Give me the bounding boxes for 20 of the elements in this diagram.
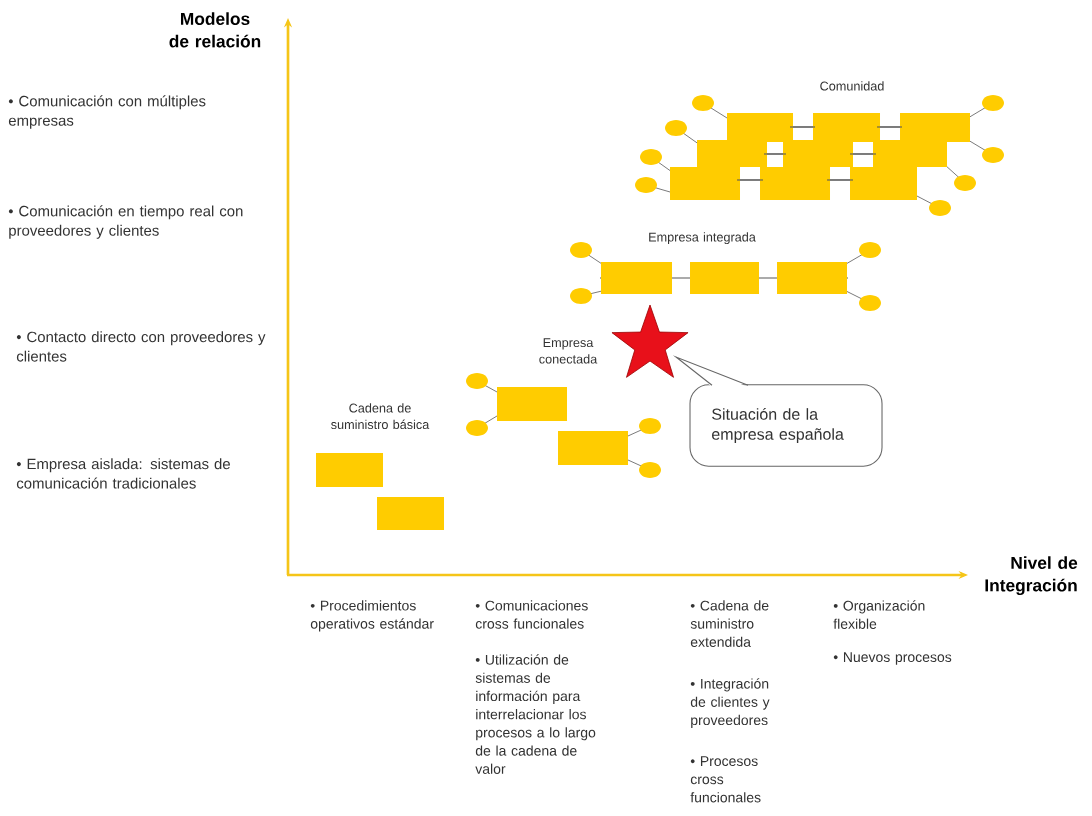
axis-title: Nivel de Integración [985, 556, 1078, 596]
description-text: • Organización flexible [833, 600, 925, 629]
cluster-label: Empresa conectada [539, 338, 598, 364]
description-text: • Procedimientos operativos estándar [310, 600, 434, 632]
description-text: • Cadena de suministro extendida [690, 600, 769, 647]
description-text: • Contacto directo con proveedores y clientes [16, 331, 266, 362]
description-text: • Comunicación con múltiples empresas [8, 95, 206, 129]
cluster-label: Comunidad [820, 81, 884, 91]
description-text: • Nuevos procesos [833, 652, 952, 665]
description-text: • Comunicaciones cross funcionales [475, 600, 588, 629]
cluster-label: Cadena de suministro básica [331, 403, 430, 430]
axis-title: Modelos de relación [169, 12, 261, 48]
star [611, 304, 689, 378]
cluster-label: Empresa integrada [649, 232, 756, 245]
description-text: • Utilización de sistemas de información para interrelacionar los procesos a lo largo de la cadena de valor [475, 654, 596, 774]
description-text: • Empresa aislada: sistemas de comunicación tradicionales [16, 458, 230, 489]
description-text: • Integración de clientes y proveedores [690, 678, 770, 728]
description-text: • Procesos cross funcionales [690, 756, 761, 803]
description-text: • Comunicación en tiempo real con proveedores y clientes [8, 205, 243, 239]
speech-bubble: Situación de la empresa española [672, 355, 883, 467]
